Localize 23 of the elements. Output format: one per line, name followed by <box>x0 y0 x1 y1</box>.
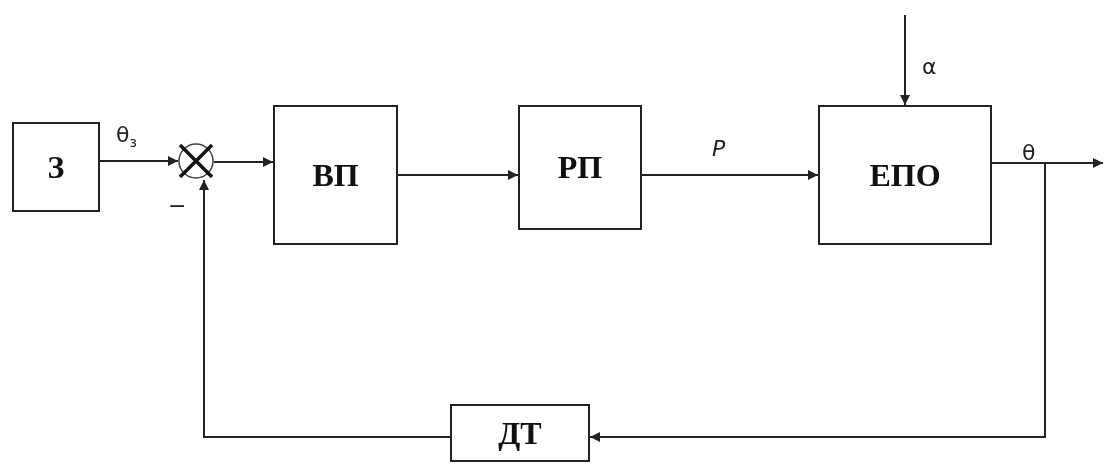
block-box <box>450 404 590 462</box>
edge-label: θ <box>1022 142 1036 164</box>
block-label: ВП <box>312 156 359 194</box>
edge-label: θ$_{з}$ <box>116 124 137 150</box>
edge-label: α <box>922 56 937 78</box>
block-label: РП <box>557 149 603 186</box>
arrow <box>900 14 910 106</box>
block-box <box>518 105 642 230</box>
arrow <box>213 157 274 167</box>
block-box <box>273 105 398 245</box>
arrow <box>99 156 179 166</box>
arrow <box>199 179 451 438</box>
edge-label: − <box>168 195 187 217</box>
edge-label: P <box>712 138 726 160</box>
block-box <box>12 122 100 212</box>
arrow <box>397 170 519 180</box>
arrow <box>641 170 819 180</box>
block-label: ЕПО <box>869 156 941 194</box>
block-box <box>818 105 992 245</box>
arrow <box>589 162 1046 442</box>
block-label: ДТ <box>498 414 542 452</box>
summing-junction <box>178 143 214 179</box>
block-label: З <box>47 148 65 186</box>
